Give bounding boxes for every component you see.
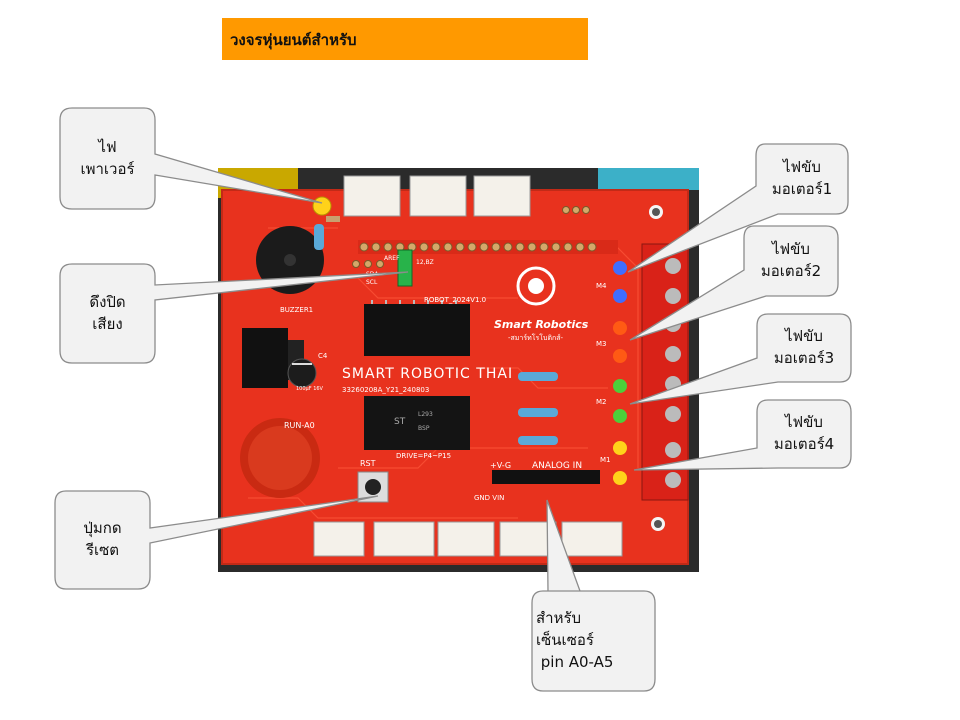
ic-chip-lower <box>364 396 470 450</box>
callout-motor3-line2: มอเตอร์3 <box>773 349 835 367</box>
drive-label: DRIVE=P4~P15 <box>396 452 451 460</box>
pin-label: 12,BZ <box>416 259 434 266</box>
board-name: SMART ROBOTIC THAI <box>342 366 513 382</box>
diagram-title: วงจรหุ่นยนต์สำหรับ <box>222 18 588 60</box>
callout-mute-line2: เสียง <box>92 314 123 333</box>
cap-label: C4 <box>318 352 328 360</box>
motor-terminals <box>641 243 689 501</box>
board-brand-thai: -สมาร์ทโรโบติกส์- <box>508 333 563 342</box>
brand-logo <box>516 266 556 306</box>
top-connectors <box>343 175 531 217</box>
reset-button <box>357 471 389 503</box>
callout-motor2-line1: ไฟขับ <box>772 240 810 259</box>
motor-label-m4: M4 <box>596 282 607 290</box>
power-rail-label: +V-G <box>490 461 511 470</box>
motor-label-m2: M2 <box>596 398 607 406</box>
ic-chip-upper <box>364 300 470 356</box>
mute-jumper <box>397 249 413 287</box>
capacitor <box>287 358 317 388</box>
analog-header <box>492 470 600 484</box>
callout-power-led: ไฟ เพาเวอร์ <box>60 108 155 209</box>
bottom-connectors <box>313 521 623 557</box>
analog-label: ANALOG IN <box>532 461 582 471</box>
aref-label: AREF <box>384 255 400 262</box>
run-label: RUN-A0 <box>284 421 315 430</box>
callout-motor2-led: ไฟขับ มอเตอร์2 <box>744 226 838 296</box>
callout-motor3-led: ไฟขับ มอเตอร์3 <box>757 314 851 382</box>
callout-mute-line1: ดึงปิด <box>89 292 126 311</box>
motor-label-m1: M1 <box>600 456 611 464</box>
buzzer-label: BUZZER1 <box>280 306 313 314</box>
pin-holes <box>352 206 597 268</box>
motor-label-m3: M3 <box>596 340 607 348</box>
callout-reset-line2: รีเซต <box>85 541 120 559</box>
scl-label: SCL <box>366 279 378 286</box>
resistors <box>314 224 558 445</box>
callout-power-led-line2: เพาเวอร์ <box>80 159 135 178</box>
callout-motor4-led: ไฟขับ มอเตอร์4 <box>757 400 851 468</box>
board-version: ROBOT_2024V1.0 <box>424 296 486 304</box>
callout-motor4-line2: มอเตอร์4 <box>773 435 835 453</box>
callout-motor2-line2: มอเตอร์2 <box>760 262 822 280</box>
cap-value: 100μF 16V <box>296 386 324 392</box>
callout-sensor-line1: สำหรับ <box>536 609 582 628</box>
callout-motor4-line1: ไฟขับ <box>785 413 823 432</box>
sda-label: SDA <box>366 271 379 278</box>
chip-marking-3: BSP <box>418 425 430 432</box>
run-button <box>240 418 320 498</box>
board-photo: Smart Robotics -สมาร์ทโรโบติกส์- SMART R… <box>218 168 699 572</box>
callout-sensor-line3: pin A0-A5 <box>536 652 614 671</box>
buzzer <box>256 226 324 294</box>
chip-marking-2: L293 <box>418 411 433 418</box>
callout-motor1-led: ไฟขับ มอเตอร์1 <box>756 144 848 214</box>
gnd-vin-label: GND VIN <box>474 494 504 502</box>
callout-reset-line1: ปุ่มกด <box>83 519 122 538</box>
callout-motor3-line1: ไฟขับ <box>785 327 823 346</box>
callout-sensor-pins: สำหรับ เซ็นเซอร์ pin A0-A5 <box>532 591 655 691</box>
callout-sensor-line2: เซ็นเซอร์ <box>536 631 594 650</box>
callout-motor1-line2: มอเตอร์1 <box>771 180 833 198</box>
callout-mute-jumper: ดึงปิด เสียง <box>60 264 155 363</box>
callout-power-led-line1: ไฟ <box>98 137 117 156</box>
motor-leds <box>613 261 627 485</box>
chip-marking-1: ST <box>394 417 406 427</box>
callout-motor1-line1: ไฟขับ <box>783 158 821 177</box>
board-brand: Smart Robotics <box>494 318 589 331</box>
board-serial: 33260208A_Y21_240803 <box>342 386 429 394</box>
rst-label: RST <box>360 459 376 468</box>
callout-reset-button: ปุ่มกด รีเซต <box>55 491 150 589</box>
